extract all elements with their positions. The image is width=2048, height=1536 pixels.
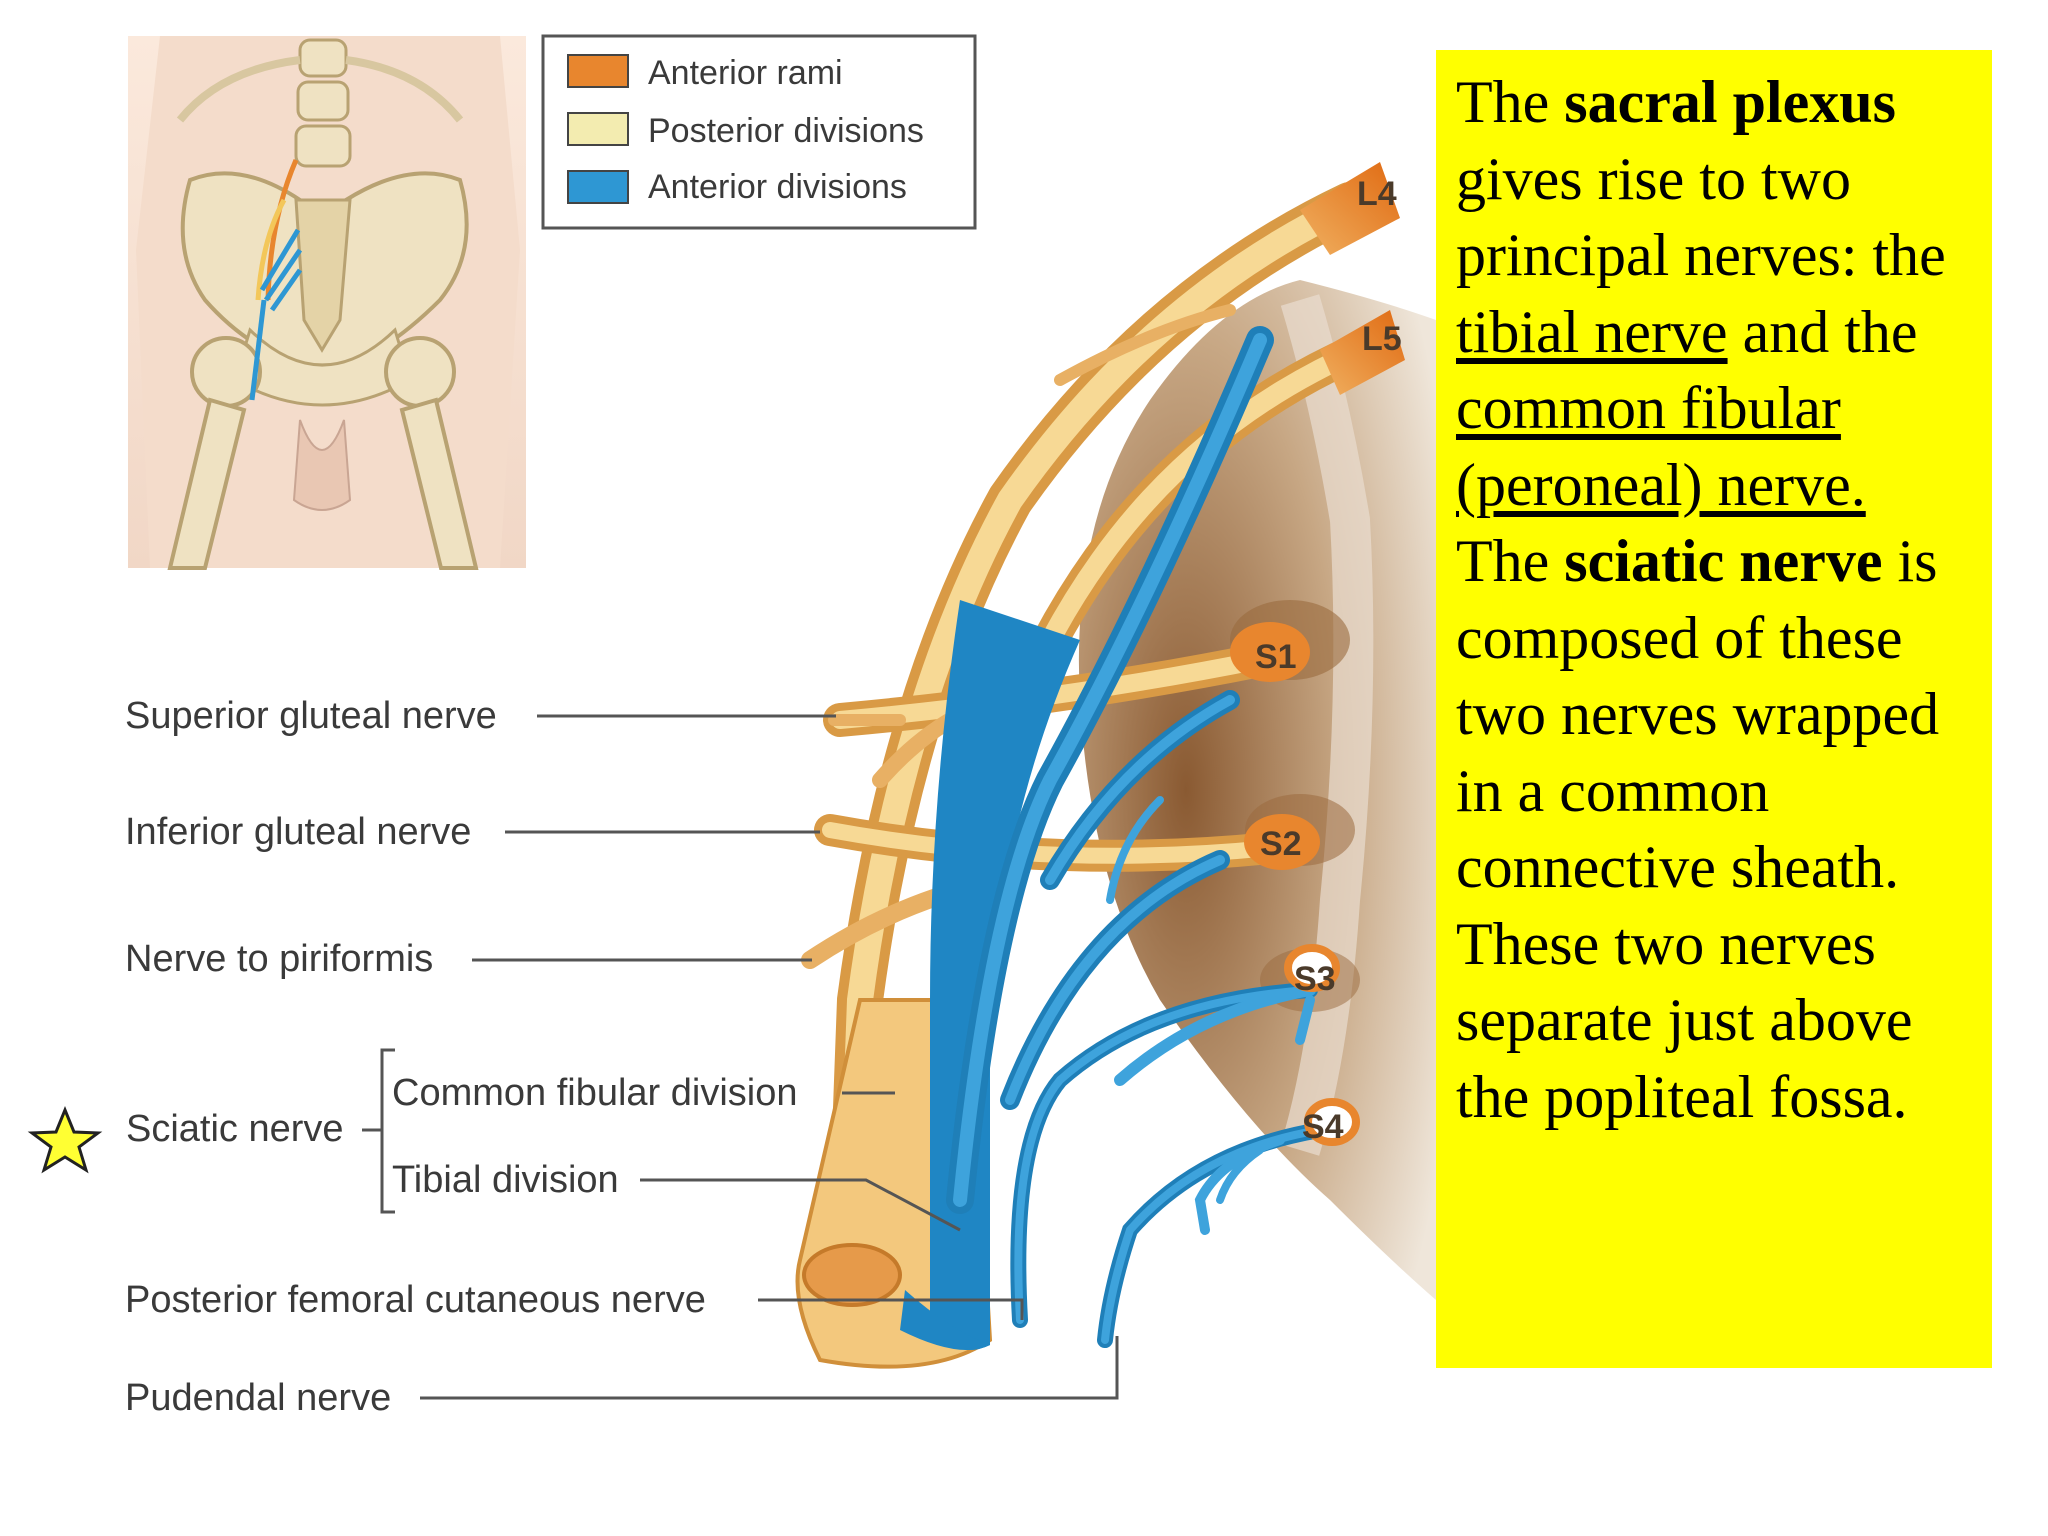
text-run: and the [1727, 298, 1918, 365]
star-icon [27, 1106, 103, 1174]
segment-label-s1: S1 [1255, 638, 1297, 676]
label-superior-gluteal-nerve: Superior gluteal nerve [125, 695, 497, 737]
leader-lines [362, 714, 1119, 1400]
text-run: gives rise to two principal nerves: the [1456, 145, 1946, 289]
term-common-fibular-nerve: common fibular (peroneal) nerve. [1456, 375, 1866, 518]
label-posterior-femoral-cutaneous-nerve: Posterior femoral cutaneous nerve [125, 1279, 706, 1321]
label-pudendal-nerve: Pudendal nerve [125, 1377, 391, 1419]
legend-label-posterior-divisions: Posterior divisions [648, 112, 924, 150]
legend-label-anterior-divisions: Anterior divisions [648, 168, 907, 206]
legend-label-anterior-rami: Anterior rami [648, 54, 843, 92]
nerve-labels: Superior gluteal nerve Inferior gluteal … [125, 695, 798, 1419]
legend: Anterior rami Posterior divisions Anteri… [541, 34, 977, 230]
segment-label-s2: S2 [1260, 825, 1302, 863]
segment-label-l5: L5 [1362, 320, 1402, 358]
skeleton-inset [128, 36, 526, 570]
label-inferior-gluteal-nerve: Inferior gluteal nerve [125, 811, 471, 853]
legend-swatch-anterior-rami [567, 54, 629, 88]
segment-label-s4: S4 [1302, 1108, 1344, 1146]
text-run: The [1456, 69, 1565, 135]
anterior-division-nerves [946, 326, 1328, 1348]
term-sacral-plexus: sacral plexus [1564, 69, 1896, 135]
text-run: The [1456, 451, 1895, 594]
text-run: is composed of these two nerves wrapped … [1456, 528, 1955, 1130]
label-sciatic-nerve: Sciatic nerve [126, 1108, 344, 1150]
segment-label-l4: L4 [1357, 175, 1397, 213]
segment-labels: L4 L5 S1 S2 S3 S4 [1255, 175, 1402, 1146]
label-tibial-division: Tibial division [392, 1159, 619, 1201]
anterior-rami [1230, 162, 1405, 1146]
sacral-plexus-explanation: The sacral plexus gives rise to two prin… [1436, 50, 1992, 1368]
label-nerve-to-piriformis: Nerve to piriformis [125, 938, 433, 980]
term-sciatic-nerve: sciatic nerve [1564, 528, 1883, 594]
label-common-fibular-division: Common fibular division [392, 1072, 798, 1114]
segment-label-s3: S3 [1294, 960, 1336, 998]
legend-swatch-posterior-divisions [567, 112, 629, 146]
term-tibial-nerve: tibial nerve [1456, 298, 1728, 365]
legend-swatch-anterior-divisions [567, 170, 629, 204]
